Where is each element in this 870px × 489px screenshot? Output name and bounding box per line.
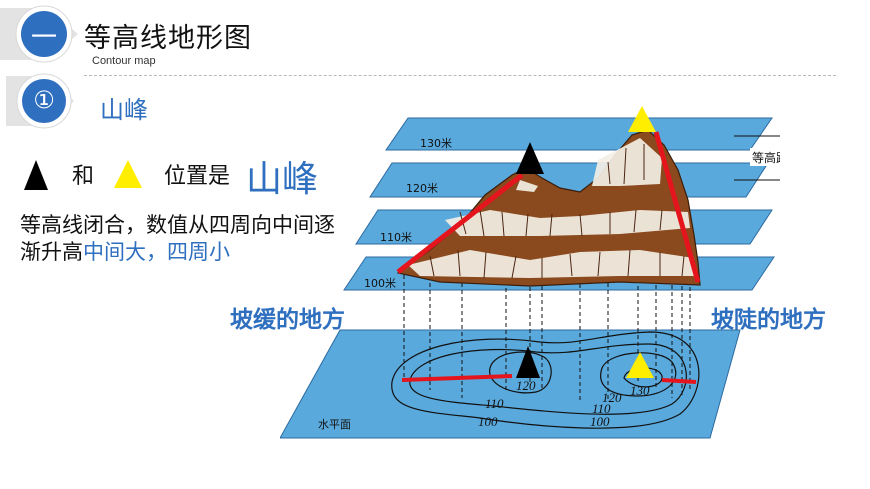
page-subtitle: Contour map <box>92 55 156 67</box>
header-badge-text: 一 <box>30 23 57 53</box>
page-title: 等高线地形图 <box>84 23 252 54</box>
contour-lines <box>391 331 700 429</box>
base-plane <box>280 329 741 439</box>
section-badge-text: ① <box>33 86 55 114</box>
and-text: 和 <box>72 164 95 189</box>
plane-label-130: 130米 <box>420 137 452 150</box>
contour-label-110b: 110 <box>592 401 611 416</box>
header-divider <box>84 75 836 76</box>
base-plane-label: 水平面 <box>318 418 351 431</box>
black-triangle-icon <box>24 160 48 190</box>
position-text: 位置是 <box>164 164 231 189</box>
description-paragraph: 等高线闭合，数值从四周向中间逐渐升高中间大，四周小 <box>20 212 340 266</box>
plane-label-100: 100米 <box>364 277 396 290</box>
plane-label-120: 120米 <box>406 182 438 195</box>
yellow-triangle-icon <box>114 160 142 188</box>
base-black-peak <box>516 346 540 378</box>
header-decoration <box>0 5 78 129</box>
base-yellow-peak <box>626 352 654 378</box>
interval-indicator <box>734 135 780 181</box>
contour-label-100b: 100 <box>590 414 610 429</box>
yellow-peak-marker <box>628 106 656 132</box>
contour-figure: 120 130 110 120 110 100 100 130米 120米 11… <box>280 106 780 439</box>
steep-slope-line <box>653 131 701 283</box>
contour-label-110a: 110 <box>485 396 504 411</box>
base-gentle-line <box>401 374 513 382</box>
plane-label-110: 110米 <box>380 231 412 244</box>
gentle-slope-line <box>396 173 524 274</box>
peak-text: 山峰 <box>246 159 319 200</box>
black-peak-marker <box>516 142 544 174</box>
description-lead: 等高线闭合，数值从四周向中间逐渐升高 <box>20 213 335 264</box>
contour-label-120b: 120 <box>602 390 622 405</box>
base-steep-line <box>661 378 697 384</box>
gentle-slope-label: 坡缓的地方 <box>230 307 345 333</box>
section-title: 山峰 <box>100 96 148 124</box>
contour-label-120a: 120 <box>516 378 536 393</box>
interval-label: 等高距 <box>752 150 780 165</box>
steep-slope-label: 坡陡的地方 <box>711 307 826 333</box>
contour-label-130: 130 <box>630 383 650 398</box>
description-highlight: 中间大，四周小 <box>83 240 230 264</box>
contour-label-100a: 100 <box>478 414 498 429</box>
interval-label-bg <box>750 148 780 166</box>
